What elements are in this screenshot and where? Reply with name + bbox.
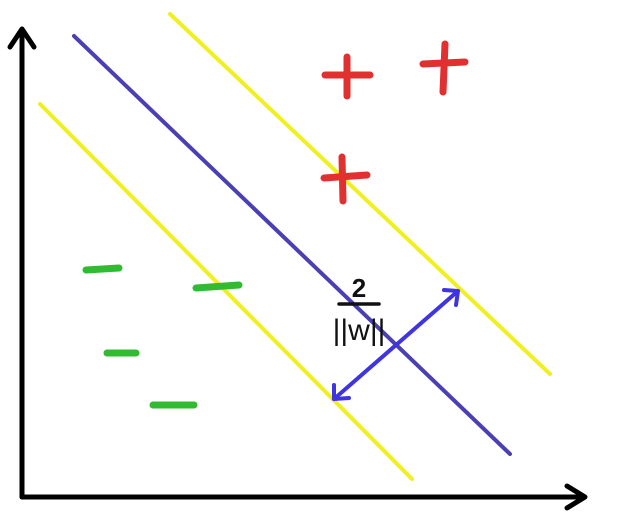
arrowhead-icon [442, 288, 460, 307]
positive-class-points [320, 40, 469, 205]
arrowhead-icon [332, 383, 351, 401]
margin-arrow [332, 288, 460, 401]
arrowhead-up-icon [7, 26, 37, 50]
arrowhead-right-icon [564, 483, 588, 511]
plus-icon [321, 53, 374, 100]
upper-margin-line [168, 12, 552, 376]
negative-class-points [82, 264, 243, 409]
plus-icon [320, 153, 371, 205]
lower-margin-line [38, 102, 414, 481]
margin-label-numerator: 2 [352, 273, 366, 303]
minus-icon [82, 264, 123, 274]
plus-icon [419, 40, 469, 96]
minus-icon [192, 281, 243, 292]
axes [7, 26, 588, 511]
margin-arrow-shaft [332, 289, 460, 401]
margin-label: 2 ||w|| [333, 273, 386, 347]
decision-boundary [72, 34, 512, 456]
margin-label-denominator: ||w|| [333, 314, 386, 347]
